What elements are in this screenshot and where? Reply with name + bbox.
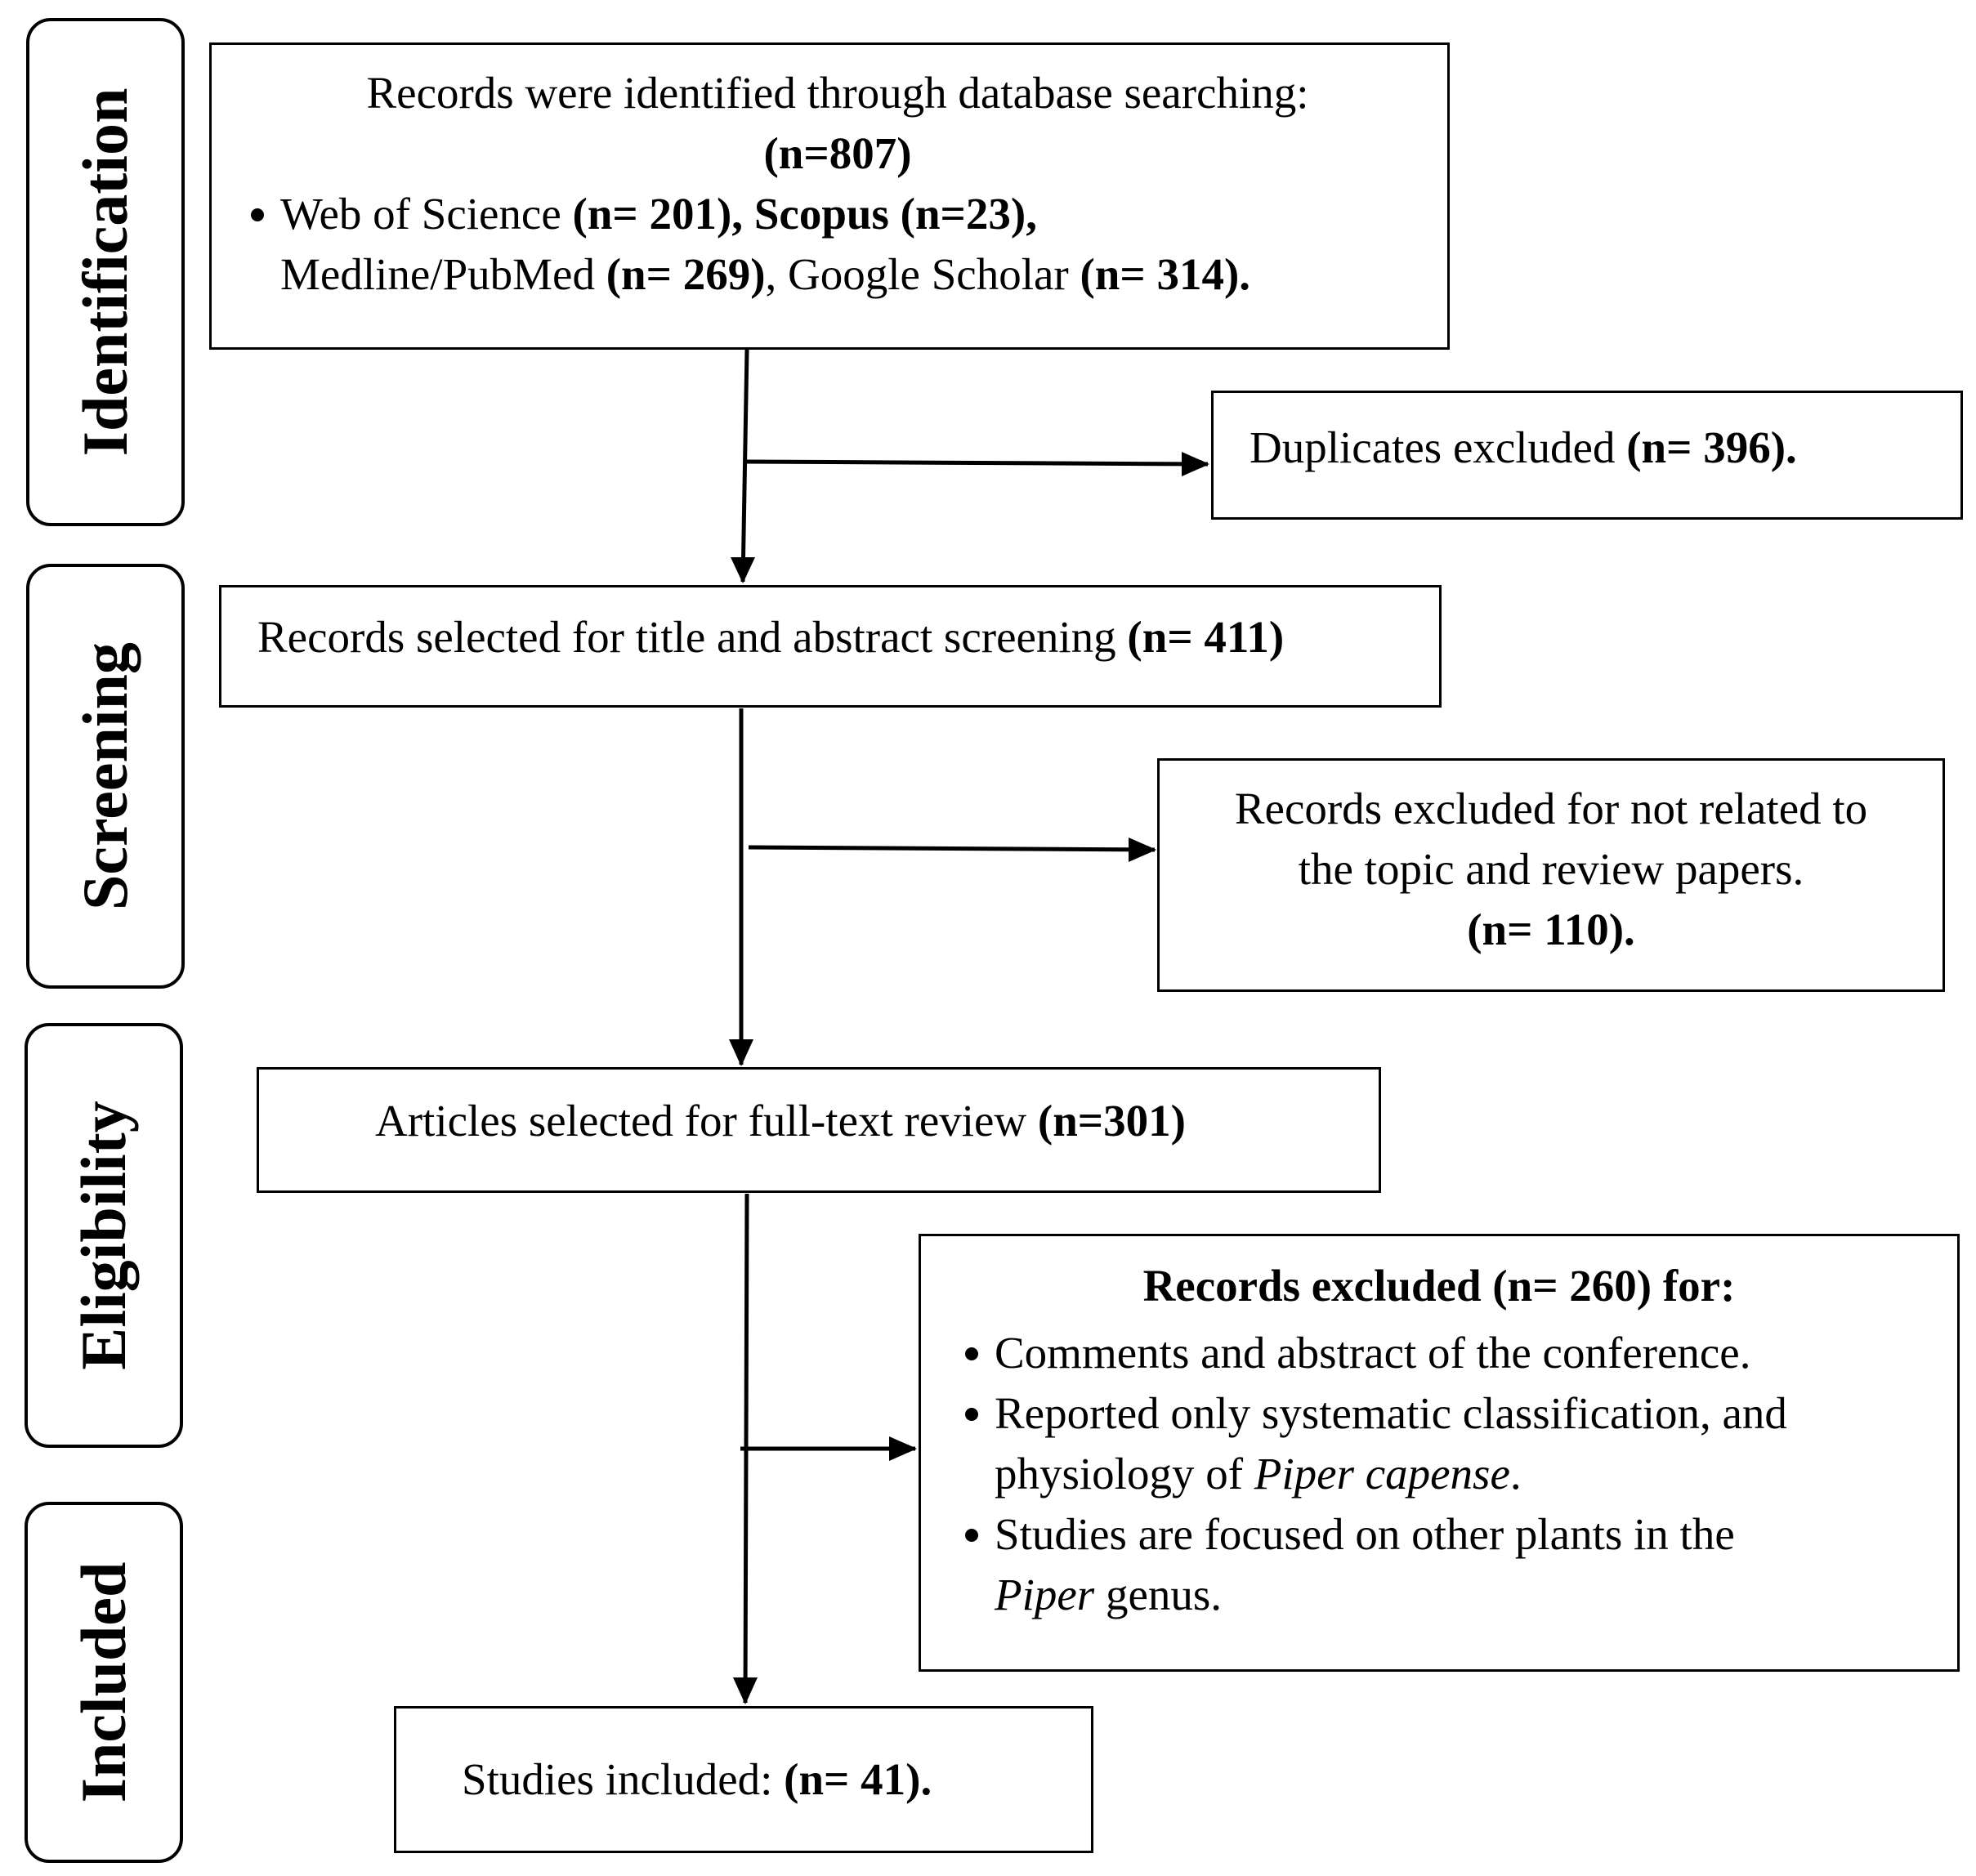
arrow-identified-to-screened bbox=[739, 349, 749, 583]
fulltext-text: Articles selected for full-text review (… bbox=[375, 1096, 1186, 1146]
identified-sources-line2: Medline/PubMed (n= 269), Google Scholar … bbox=[244, 244, 1431, 305]
identified-heading: Records were identified through database… bbox=[366, 68, 1309, 118]
stage-screening-label: Screening bbox=[69, 642, 141, 910]
excluded-topic-box: Records excluded for not related to the … bbox=[1157, 758, 1945, 992]
duplicates-text: Duplicates excluded (n= 396). bbox=[1250, 422, 1797, 472]
stage-eligibility-label: Eligibility bbox=[68, 1101, 139, 1370]
excluded-reason-2: Reported only systematic classification,… bbox=[959, 1383, 1957, 1444]
stage-identification: Identification bbox=[26, 18, 185, 526]
stage-identification-label: Identification bbox=[69, 87, 141, 457]
fulltext-box: Articles selected for full-text review (… bbox=[257, 1067, 1381, 1193]
excluded-reason-2-cont: physiology of Piper capense. bbox=[995, 1449, 1522, 1499]
excluded-reason-1: Comments and abstract of the conference. bbox=[959, 1323, 1957, 1383]
source-medline: Medline/PubMed bbox=[280, 249, 595, 299]
excluded-topic-line1: Records excluded for not related to bbox=[1234, 784, 1868, 833]
screened-text: Records selected for title and abstract … bbox=[257, 612, 1285, 662]
included-text: Studies included: (n= 41). bbox=[462, 1754, 932, 1804]
genus-name: Piper bbox=[995, 1570, 1095, 1619]
screened-count: (n= 411) bbox=[1127, 612, 1285, 662]
screened-box: Records selected for title and abstract … bbox=[219, 585, 1442, 708]
species-name: Piper capense bbox=[1254, 1449, 1510, 1499]
excluded-reason-3-cont: Piper genus. bbox=[995, 1570, 1223, 1619]
arrowhead-duplicates bbox=[1182, 452, 1209, 476]
identified-sources-line1: Web of Science (n= 201), Scopus (n=23), bbox=[244, 184, 1431, 244]
excluded-topic-count: (n= 110). bbox=[1467, 904, 1635, 954]
identified-total: (n=807) bbox=[763, 128, 912, 178]
arrow-to-duplicates bbox=[744, 459, 1209, 468]
source-medline-count: (n= 269) bbox=[606, 249, 766, 299]
fulltext-count: (n=301) bbox=[1037, 1096, 1186, 1146]
arrowhead-excluded-full bbox=[889, 1436, 917, 1461]
arrowhead-excluded-topic bbox=[1129, 838, 1156, 862]
duplicates-box: Duplicates excluded (n= 396). bbox=[1211, 391, 1963, 520]
stage-included-label: Included bbox=[68, 1561, 139, 1803]
source-gs-count: (n= 314). bbox=[1080, 249, 1251, 299]
source-scopus: Scopus bbox=[753, 189, 889, 239]
arrowhead-screened bbox=[731, 557, 755, 583]
stage-eligibility: Eligibility bbox=[25, 1023, 183, 1448]
identified-box: Records were identified through database… bbox=[209, 42, 1450, 350]
source-wos: Web of Science bbox=[280, 189, 561, 239]
stage-screening: Screening bbox=[26, 564, 185, 989]
excluded-topic-line2: the topic and review papers. bbox=[1298, 844, 1804, 894]
arrowhead-fulltext bbox=[729, 1039, 753, 1066]
source-google-scholar: , Google Scholar bbox=[765, 249, 1069, 299]
included-box: Studies included: (n= 41). bbox=[394, 1706, 1093, 1853]
arrowhead-included bbox=[733, 1677, 758, 1704]
source-wos-count: (n= 201), bbox=[572, 189, 744, 239]
included-count: (n= 41). bbox=[784, 1754, 932, 1804]
excluded-reason-3: Studies are focused on other plants in t… bbox=[959, 1504, 1957, 1565]
excluded-full-box: Records excluded (n= 260) for: Comments … bbox=[919, 1234, 1960, 1672]
excluded-full-heading: Records excluded (n= 260) for: bbox=[1142, 1261, 1736, 1311]
stage-included: Included bbox=[25, 1502, 183, 1863]
arrow-to-excluded-topic bbox=[748, 845, 1156, 854]
duplicates-count: (n= 396). bbox=[1626, 422, 1797, 472]
source-scopus-count: (n=23), bbox=[900, 189, 1037, 239]
